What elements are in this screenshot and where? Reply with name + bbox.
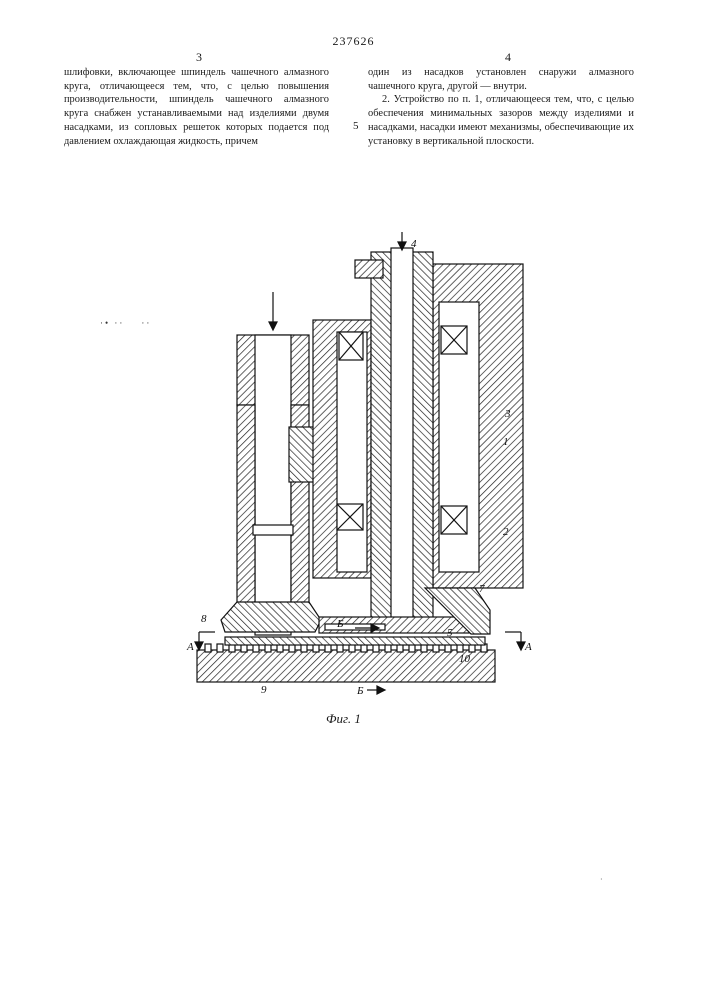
spindle-cap: [355, 260, 383, 278]
base-table: [197, 650, 495, 682]
scan-specks: ·• ·· ··: [100, 318, 151, 328]
label-9: 9: [261, 684, 267, 696]
label-4: 4: [411, 238, 417, 250]
label-10: 10: [459, 653, 471, 665]
workpieces: [225, 637, 485, 645]
right-column-paragraph-1: один из насадков установлен снаружи алма…: [368, 66, 634, 93]
label-8: 8: [201, 613, 207, 625]
right-column-paragraph-2: 2. Устройство по п. 1, отличающееся тем,…: [368, 93, 634, 148]
left-column-paragraph: шлифовки, включающее шпиндель чашечного …: [64, 66, 329, 148]
technical-drawing: 8 3 1 2 4 7 5 10 9 А А Б Б: [185, 232, 535, 707]
left-column-text: шлифовки, включающее шпиндель чашечного …: [64, 66, 329, 148]
label-2: 2: [503, 526, 509, 538]
label-3: 3: [504, 408, 511, 420]
figure-caption: Фиг. 1: [326, 711, 361, 727]
section-label-a-left: А: [186, 641, 194, 653]
spindle-bore: [391, 248, 413, 628]
scan-speck: ·: [600, 875, 603, 884]
label-7: 7: [479, 583, 485, 595]
column-number-left: 3: [196, 50, 202, 65]
section-label-a-right: А: [524, 641, 532, 653]
right-column-text: один из насадков установлен снаружи алма…: [368, 66, 634, 148]
label-1: 1: [503, 436, 509, 448]
line-number-marker: 5: [353, 120, 359, 132]
left-nozzle-body: [237, 405, 255, 605]
column-number-right: 4: [505, 50, 511, 65]
label-5: 5: [447, 627, 453, 639]
left-nozzle-head: [221, 602, 321, 632]
patent-number: 237626: [0, 34, 707, 49]
section-label-b-bottom: Б: [356, 685, 364, 697]
section-label-b-inner: Б: [336, 618, 344, 630]
